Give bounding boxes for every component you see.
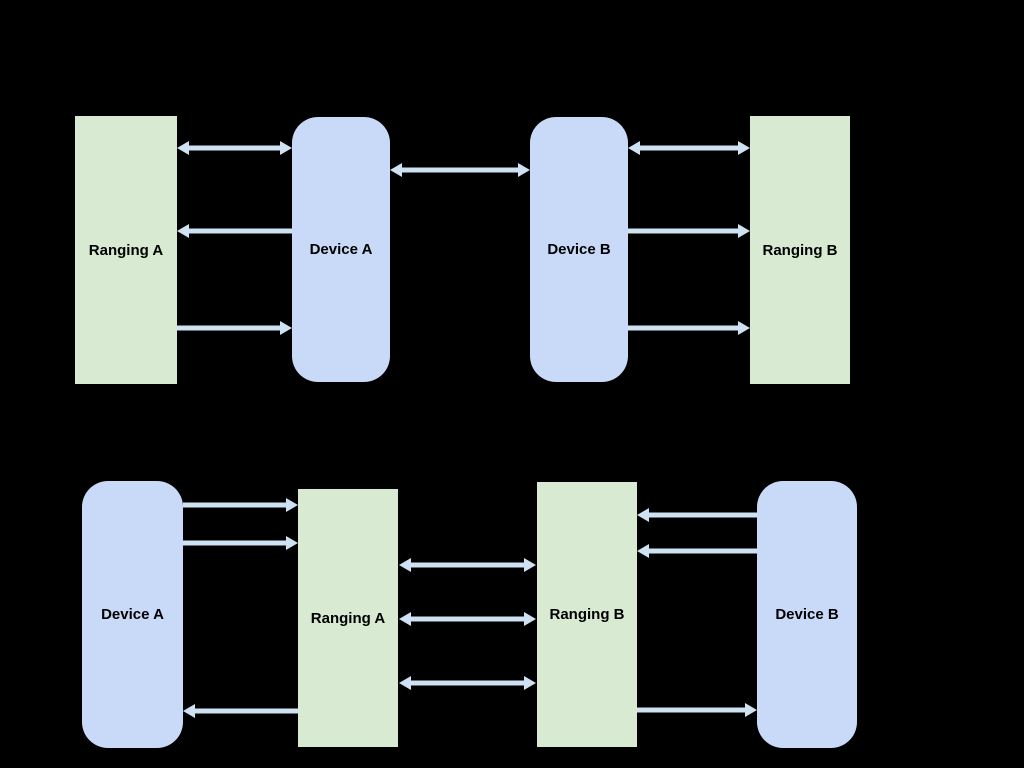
arrowhead-right-icon bbox=[524, 612, 536, 626]
box-label: Ranging A bbox=[310, 609, 386, 627]
arrowhead-right-icon bbox=[524, 676, 536, 690]
arrowhead-right-icon bbox=[280, 321, 292, 335]
arrow-device-b-to-ranging-b-2 bbox=[637, 544, 757, 558]
box-label: Device A bbox=[309, 241, 373, 258]
arrow-shaft bbox=[183, 540, 289, 546]
arrow-shaft bbox=[628, 325, 741, 331]
arrowhead-left-icon bbox=[390, 163, 402, 177]
arrowhead-right-icon bbox=[738, 224, 750, 238]
arrow-device-b-to-ranging-b-mid bbox=[628, 224, 750, 238]
arrow-shaft bbox=[186, 228, 292, 234]
arrow-ranging-a-to-device-a-bottom bbox=[183, 704, 298, 718]
arrowhead-left-icon bbox=[183, 704, 195, 718]
box-label: Ranging A bbox=[88, 241, 164, 259]
arrow-device-a-to-ranging-a bbox=[177, 224, 292, 238]
arrow-shaft bbox=[192, 708, 298, 714]
arrowhead-right-icon bbox=[518, 163, 530, 177]
box-label: Device A bbox=[101, 606, 164, 623]
arrow-device-b-ranging-b-double bbox=[628, 141, 750, 155]
box-ranging-b-top: Ranging B bbox=[750, 116, 850, 384]
arrow-shaft bbox=[177, 325, 283, 331]
arrow-device-a-device-b-double bbox=[390, 163, 530, 177]
arrowhead-right-icon bbox=[745, 703, 757, 717]
arrowhead-right-icon bbox=[524, 558, 536, 572]
arrowhead-left-icon bbox=[399, 612, 411, 626]
box-label: Device B bbox=[775, 606, 839, 623]
arrow-shaft bbox=[399, 167, 521, 173]
arrow-shaft bbox=[637, 707, 748, 713]
arrowhead-right-icon bbox=[738, 141, 750, 155]
arrow-device-a-to-ranging-a-1 bbox=[183, 498, 298, 512]
arrow-shaft bbox=[183, 502, 289, 508]
box-ranging-b-bottom: Ranging B bbox=[537, 482, 637, 747]
arrowhead-right-icon bbox=[286, 498, 298, 512]
box-label: Device B bbox=[547, 241, 611, 258]
arrow-ranging-a-device-a-double bbox=[177, 141, 292, 155]
arrow-shaft bbox=[186, 145, 283, 151]
arrow-device-a-to-ranging-a-2 bbox=[183, 536, 298, 550]
arrow-ranging-a-ranging-b-double-1 bbox=[399, 558, 536, 572]
arrow-shaft bbox=[408, 562, 527, 568]
arrow-shaft bbox=[408, 680, 527, 686]
arrow-shaft bbox=[628, 228, 741, 234]
box-ranging-a-top: Ranging A bbox=[75, 116, 177, 384]
arrow-shaft bbox=[637, 145, 741, 151]
arrowhead-right-icon bbox=[286, 536, 298, 550]
arrowhead-left-icon bbox=[637, 544, 649, 558]
box-device-b-top: Device B bbox=[530, 117, 628, 382]
box-device-a-bottom: Device A bbox=[82, 481, 183, 748]
arrow-ranging-a-ranging-b-double-3 bbox=[399, 676, 536, 690]
arrow-shaft bbox=[646, 512, 757, 518]
box-label: Ranging B bbox=[762, 241, 838, 259]
box-device-a-top: Device A bbox=[292, 117, 390, 382]
arrow-ranging-a-to-device-a bbox=[177, 321, 292, 335]
arrow-ranging-b-to-device-b-bottom bbox=[637, 703, 757, 717]
arrowhead-left-icon bbox=[177, 224, 189, 238]
arrow-ranging-a-ranging-b-double-2 bbox=[399, 612, 536, 626]
arrow-device-b-to-ranging-b-bottom bbox=[628, 321, 750, 335]
arrowhead-right-icon bbox=[738, 321, 750, 335]
arrowhead-left-icon bbox=[399, 558, 411, 572]
arrowhead-left-icon bbox=[637, 508, 649, 522]
box-label: Ranging B bbox=[549, 606, 625, 623]
arrow-device-b-to-ranging-b-1 bbox=[637, 508, 757, 522]
box-device-b-bottom: Device B bbox=[757, 481, 857, 748]
box-ranging-a-bottom: Ranging A bbox=[298, 489, 398, 747]
arrowhead-right-icon bbox=[280, 141, 292, 155]
arrowhead-left-icon bbox=[628, 141, 640, 155]
arrow-shaft bbox=[646, 548, 757, 554]
arrow-shaft bbox=[408, 616, 527, 622]
arrowhead-left-icon bbox=[177, 141, 189, 155]
arrowhead-left-icon bbox=[399, 676, 411, 690]
